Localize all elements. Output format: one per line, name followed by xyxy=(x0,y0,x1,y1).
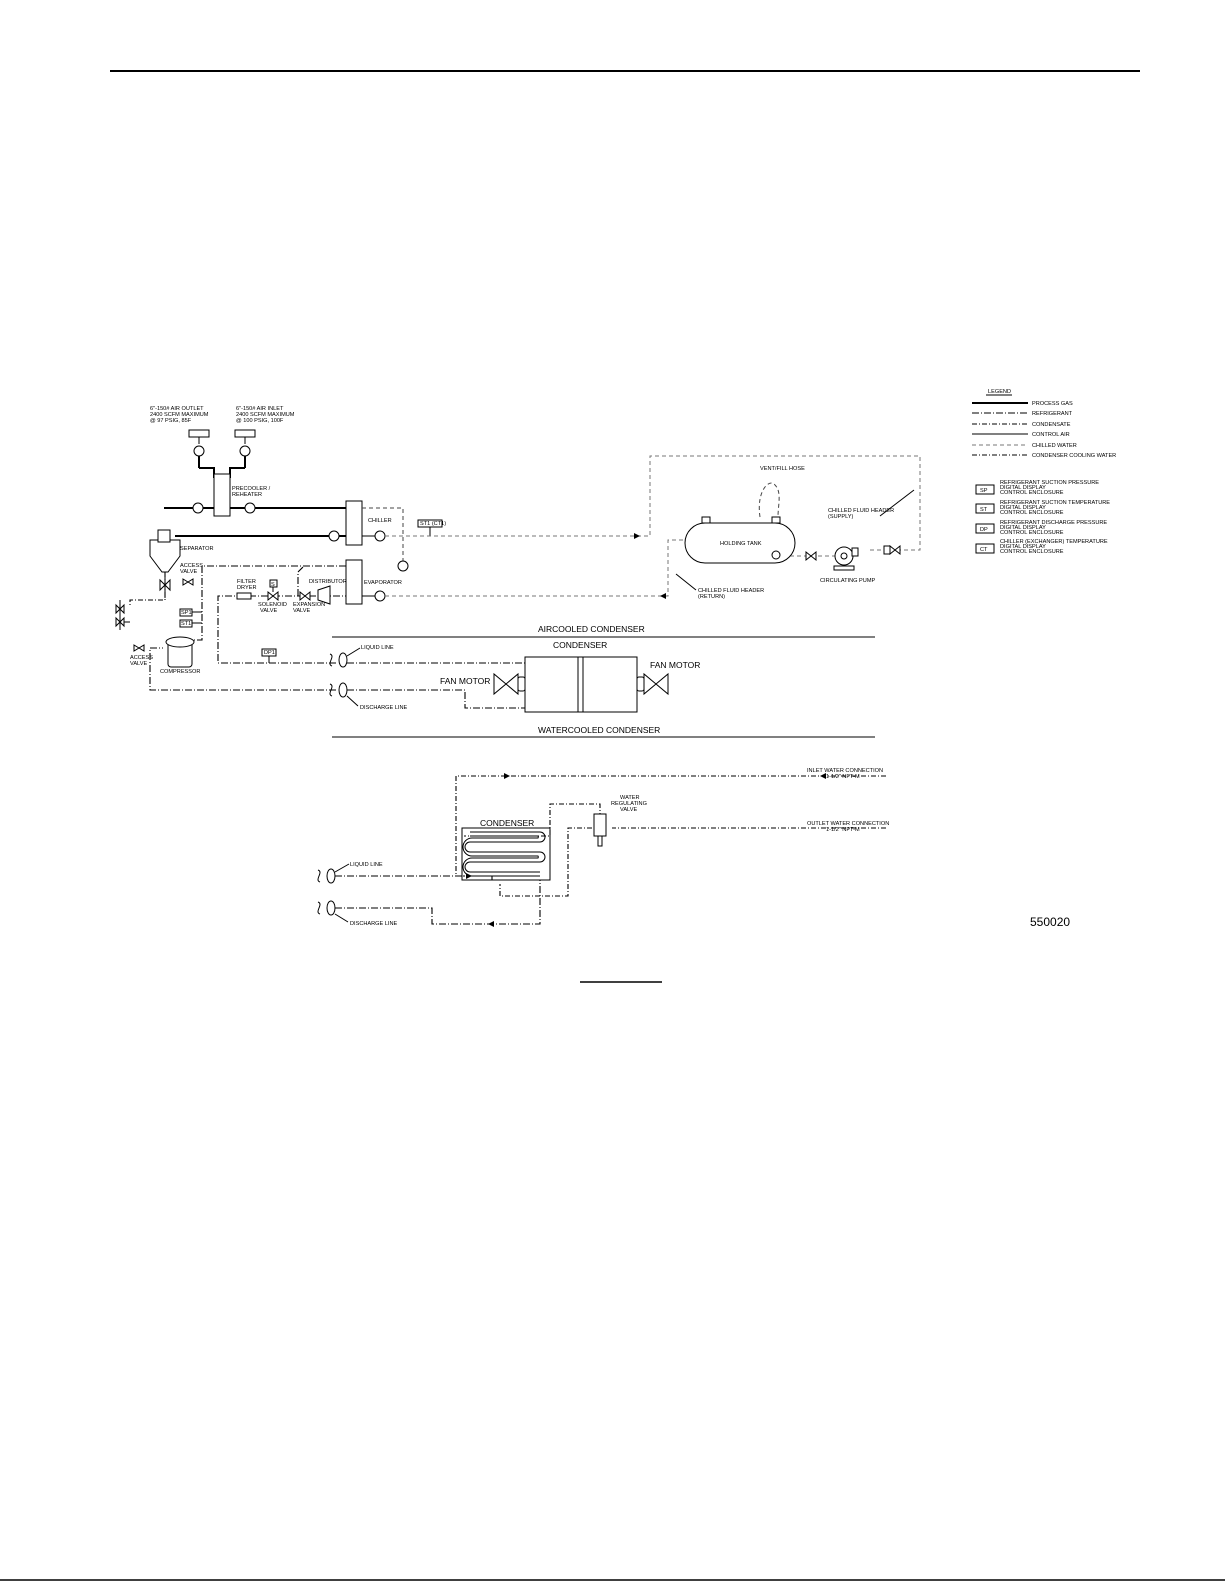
fan-motor-left-label: FAN MOTOR xyxy=(440,676,490,686)
access-valve-left xyxy=(133,644,145,652)
chilled-water-supply xyxy=(385,455,921,551)
water-regulating-valve xyxy=(593,813,607,847)
st-tag: ST1 xyxy=(181,621,191,627)
air-outlet-flange xyxy=(188,429,210,468)
supply-check-valve xyxy=(883,544,901,556)
supply-header-label: CHILLED FLUID HEADER(SUPPLY) xyxy=(828,508,894,520)
holding-tank xyxy=(684,482,796,564)
evaporator xyxy=(345,559,409,605)
legend-sp-code: SP xyxy=(980,488,988,494)
distributor xyxy=(297,565,331,605)
chiller-exchanger xyxy=(345,500,404,562)
aircooled-break-liquid xyxy=(329,652,348,668)
watercooled-break-discharge xyxy=(317,900,336,916)
solenoid-valve: S xyxy=(267,579,279,602)
return-header-label: CHILLED FLUID HEADER(RETURN) xyxy=(698,588,764,600)
st-ct-tag: ST1 (CT1) xyxy=(420,521,446,527)
compressor-label: COMPRESSOR xyxy=(160,669,200,675)
aircooled-liquid-line-label: LIQUID LINE xyxy=(361,645,394,651)
watercooled-break-liquid xyxy=(317,868,336,884)
liquid-line-aircooled xyxy=(217,595,346,664)
sp-tag: SP1 xyxy=(181,610,192,616)
legend-process-gas-label: PROCESS GAS xyxy=(1032,401,1073,407)
fan-motor-left xyxy=(493,672,526,696)
watercooled-discharge-line-label: DISCHARGE LINE xyxy=(350,921,398,927)
evaporator-label: EVAPORATOR xyxy=(364,580,402,586)
circulating-pump xyxy=(805,546,859,571)
compressor xyxy=(165,636,195,668)
solenoid-tag: S xyxy=(271,582,275,588)
separator-label: SEPARATOR xyxy=(180,546,214,552)
aircooled-discharge-line-label: DISCHARGE LINE xyxy=(360,705,408,711)
fan-motor-right-label: FAN MOTOR xyxy=(650,660,700,670)
aircooled-condenser-label: CONDENSER xyxy=(553,640,607,650)
access-valve-top xyxy=(182,578,194,586)
legend-condenser-water-label: CONDENSER COOLING WATER xyxy=(1032,453,1116,459)
suction-line xyxy=(190,565,346,641)
legend-control-air-label: CONTROL AIR xyxy=(1032,432,1070,438)
watercooled-condenser-coil xyxy=(461,827,551,881)
legend-refrigerant-label: REFRIGERANT xyxy=(1032,411,1073,417)
watercooled-liquid-line-label: LIQUID LINE xyxy=(350,862,383,868)
legend-dp-code: DP xyxy=(980,527,988,533)
drawing-id: 550020 xyxy=(1030,915,1070,929)
legend: LEGEND PROCESS GAS REFRIGERANT CONDENSAT… xyxy=(972,389,1116,555)
watercooled-condenser-label: CONDENSER xyxy=(480,818,534,828)
aircooled-heading: AIRCOOLED CONDENSER xyxy=(538,624,645,634)
drain-valve xyxy=(115,600,130,630)
legend-st-code: ST xyxy=(980,507,988,513)
separator-vessel xyxy=(129,529,181,605)
filter-dryer xyxy=(236,592,252,600)
discharge-line-aircooled xyxy=(149,647,336,691)
chilled-water-return xyxy=(385,539,686,597)
legend-title: LEGEND xyxy=(988,389,1011,395)
watercooled-heading: WATERCOOLED CONDENSER xyxy=(538,725,660,735)
legend-ct-code: CT xyxy=(980,547,988,553)
fan-motor-right xyxy=(636,672,669,696)
legend-chilled-water-label: CHILLED WATER xyxy=(1032,443,1077,449)
distributor-label: DISTRIBUTOR xyxy=(309,579,347,585)
precooler-reheater xyxy=(164,467,346,542)
dp-tag: DP1 xyxy=(264,650,275,656)
chiller-label: CHILLER xyxy=(368,518,392,524)
vent-fill-label: VENT/FILL HOSE xyxy=(760,466,805,472)
legend-condensate-label: CONDENSATE xyxy=(1032,422,1071,428)
aircooled-break-discharge xyxy=(329,682,348,698)
precooler-label: PRECOOLER /REHEATER xyxy=(232,486,271,498)
holding-tank-label: HOLDING TANK xyxy=(720,541,762,547)
circulating-pump-label: CIRCULATING PUMP xyxy=(820,578,875,584)
aircooled-condenser-coil xyxy=(524,656,638,713)
air-inlet-flange xyxy=(234,429,256,468)
expansion-valve xyxy=(299,590,311,602)
